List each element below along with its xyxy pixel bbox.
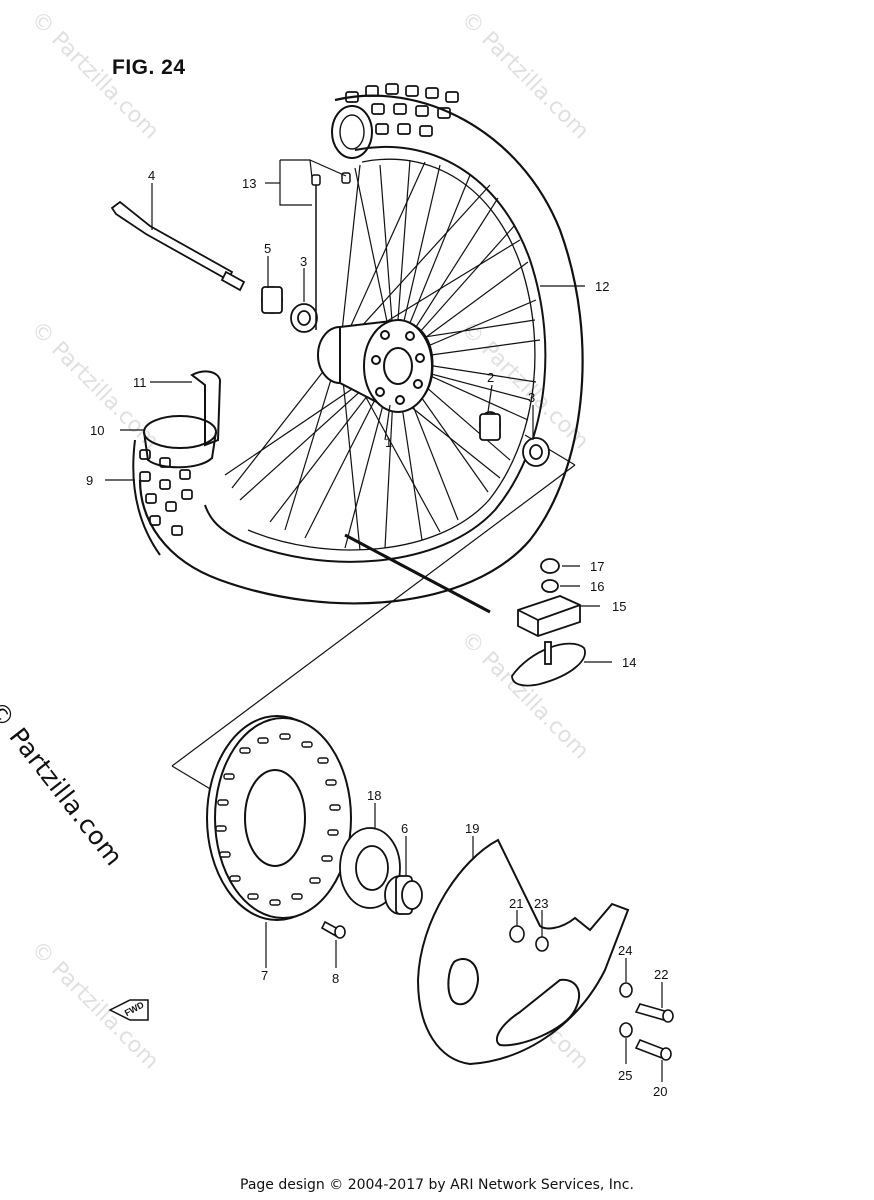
- callout-25: 25: [618, 1068, 632, 1083]
- svg-text:© Partzilla.com: © Partzilla.com: [456, 7, 594, 145]
- callout-15: 15: [612, 599, 626, 614]
- callout-10: 10: [90, 423, 104, 438]
- callout-11: 11: [133, 375, 147, 390]
- callout-6: 6: [401, 821, 408, 836]
- callout-16: 16: [590, 579, 604, 594]
- callout-13: 13: [242, 176, 256, 191]
- rim-lock-hardware: [511, 558, 586, 687]
- callout-7: 7: [261, 968, 268, 983]
- wheel-hub: [317, 318, 434, 413]
- tube-and-rim-band: [143, 370, 222, 469]
- callout-8: 8: [332, 971, 339, 986]
- callout-9: 9: [86, 473, 93, 488]
- disc-guard: [416, 838, 630, 1066]
- guide-line-arrow: [344, 533, 491, 614]
- svg-text:© Partzilla.com: © Partzilla.com: [26, 7, 164, 145]
- callout-17: 17: [590, 559, 604, 574]
- callout-12: 12: [595, 279, 609, 294]
- collar-and-bearings: [261, 286, 550, 467]
- footer-copyright: Page design © 2004-2017 by ARI Network S…: [240, 1177, 634, 1193]
- tire: [132, 83, 584, 605]
- callout-4: 4: [148, 168, 155, 183]
- callout-18: 18: [367, 788, 381, 803]
- callout-21: 21: [509, 896, 523, 911]
- callout-1: 1: [385, 435, 392, 450]
- hub-spacer: [339, 827, 401, 909]
- callout-20: 20: [653, 1084, 667, 1099]
- brake-disc: [206, 715, 352, 921]
- callout-leaders: [105, 159, 663, 1082]
- spoke-nipples: [311, 172, 351, 330]
- callout-5: 5: [264, 241, 271, 256]
- callout-22: 22: [654, 967, 668, 982]
- figure-title: FIG. 24: [112, 56, 186, 79]
- callout-24: 24: [618, 943, 632, 958]
- callout-3-right: 3: [528, 390, 535, 405]
- callout-14: 14: [622, 655, 636, 670]
- collar-6: [384, 875, 423, 915]
- disc-bolt: [320, 920, 346, 939]
- callout-23: 23: [534, 896, 548, 911]
- callout-3-left: 3: [300, 254, 307, 269]
- callout-labels: 1 2 3 3 4 5 6 7 8 9 10 11 12 13 14 15 16…: [86, 168, 668, 1099]
- callout-2: 2: [487, 370, 494, 385]
- guard-fasteners: [509, 925, 674, 1061]
- callout-19: 19: [465, 821, 479, 836]
- axle: [110, 200, 246, 292]
- fwd-arrow-badge: FWD: [108, 999, 149, 1021]
